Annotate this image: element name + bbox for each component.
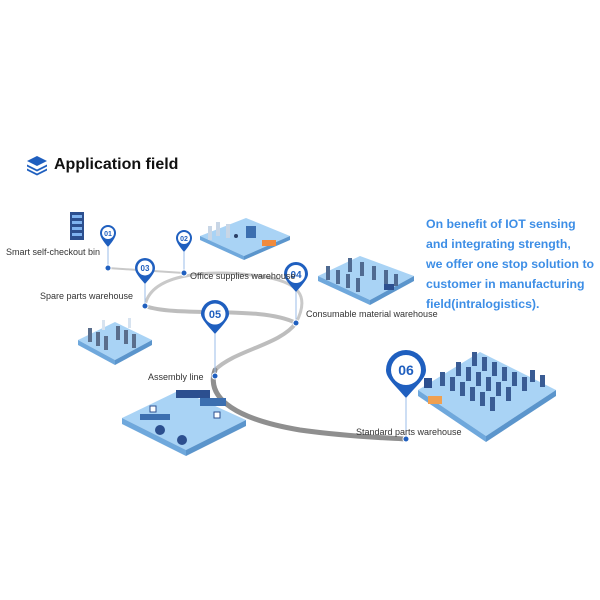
office-supplies-illustration xyxy=(200,218,290,260)
pin-06[interactable]: 06 xyxy=(386,350,426,398)
intro-line: customer in manufacturing xyxy=(426,277,585,291)
pin-number: 01 xyxy=(104,231,112,238)
label-office-supplies-warehouse: Office supplies warehouse xyxy=(190,271,295,281)
label-spare-parts-warehouse: Spare parts warehouse xyxy=(40,291,133,301)
page-title: Application field xyxy=(54,156,179,173)
intro-line: On benefit of IOT sensing xyxy=(426,217,576,231)
intro-line: we offer one stop solution to xyxy=(426,257,595,271)
intro-line: field(intralogistics). xyxy=(426,297,540,311)
layers-icon xyxy=(27,156,47,176)
station-dots xyxy=(104,264,410,443)
intro-line: and integrating strength, xyxy=(426,237,571,251)
pin-04[interactable]: 04 xyxy=(284,262,308,292)
pin-number: 04 xyxy=(290,270,302,281)
assembly-line-illustration xyxy=(122,390,246,456)
intro-text: On benefit of IOT sensing and integratin… xyxy=(426,214,598,314)
pin-03[interactable]: 03 xyxy=(135,258,155,284)
pin-number: 02 xyxy=(180,236,188,243)
pin-number: 05 xyxy=(209,309,221,321)
consumable-material-illustration xyxy=(318,256,414,305)
pin-number: 03 xyxy=(141,264,150,273)
label-consumable-material-warehouse: Consumable material warehouse xyxy=(306,309,438,319)
pin-number: 06 xyxy=(398,362,414,378)
pin-05[interactable]: 05 xyxy=(201,300,229,334)
label-smart-self-checkout-bin: Smart self-checkout bin xyxy=(6,247,100,257)
spare-parts-illustration xyxy=(78,318,152,365)
pin-01[interactable]: 01 xyxy=(100,225,116,247)
standard-parts-illustration xyxy=(418,352,556,442)
section-header: Application field xyxy=(26,154,178,176)
self-checkout-bin-illustration xyxy=(70,212,84,240)
label-assembly-line: Assembly line xyxy=(148,372,204,382)
label-standard-parts-warehouse: Standard parts warehouse xyxy=(356,427,462,437)
pin-02[interactable]: 02 xyxy=(176,230,192,252)
